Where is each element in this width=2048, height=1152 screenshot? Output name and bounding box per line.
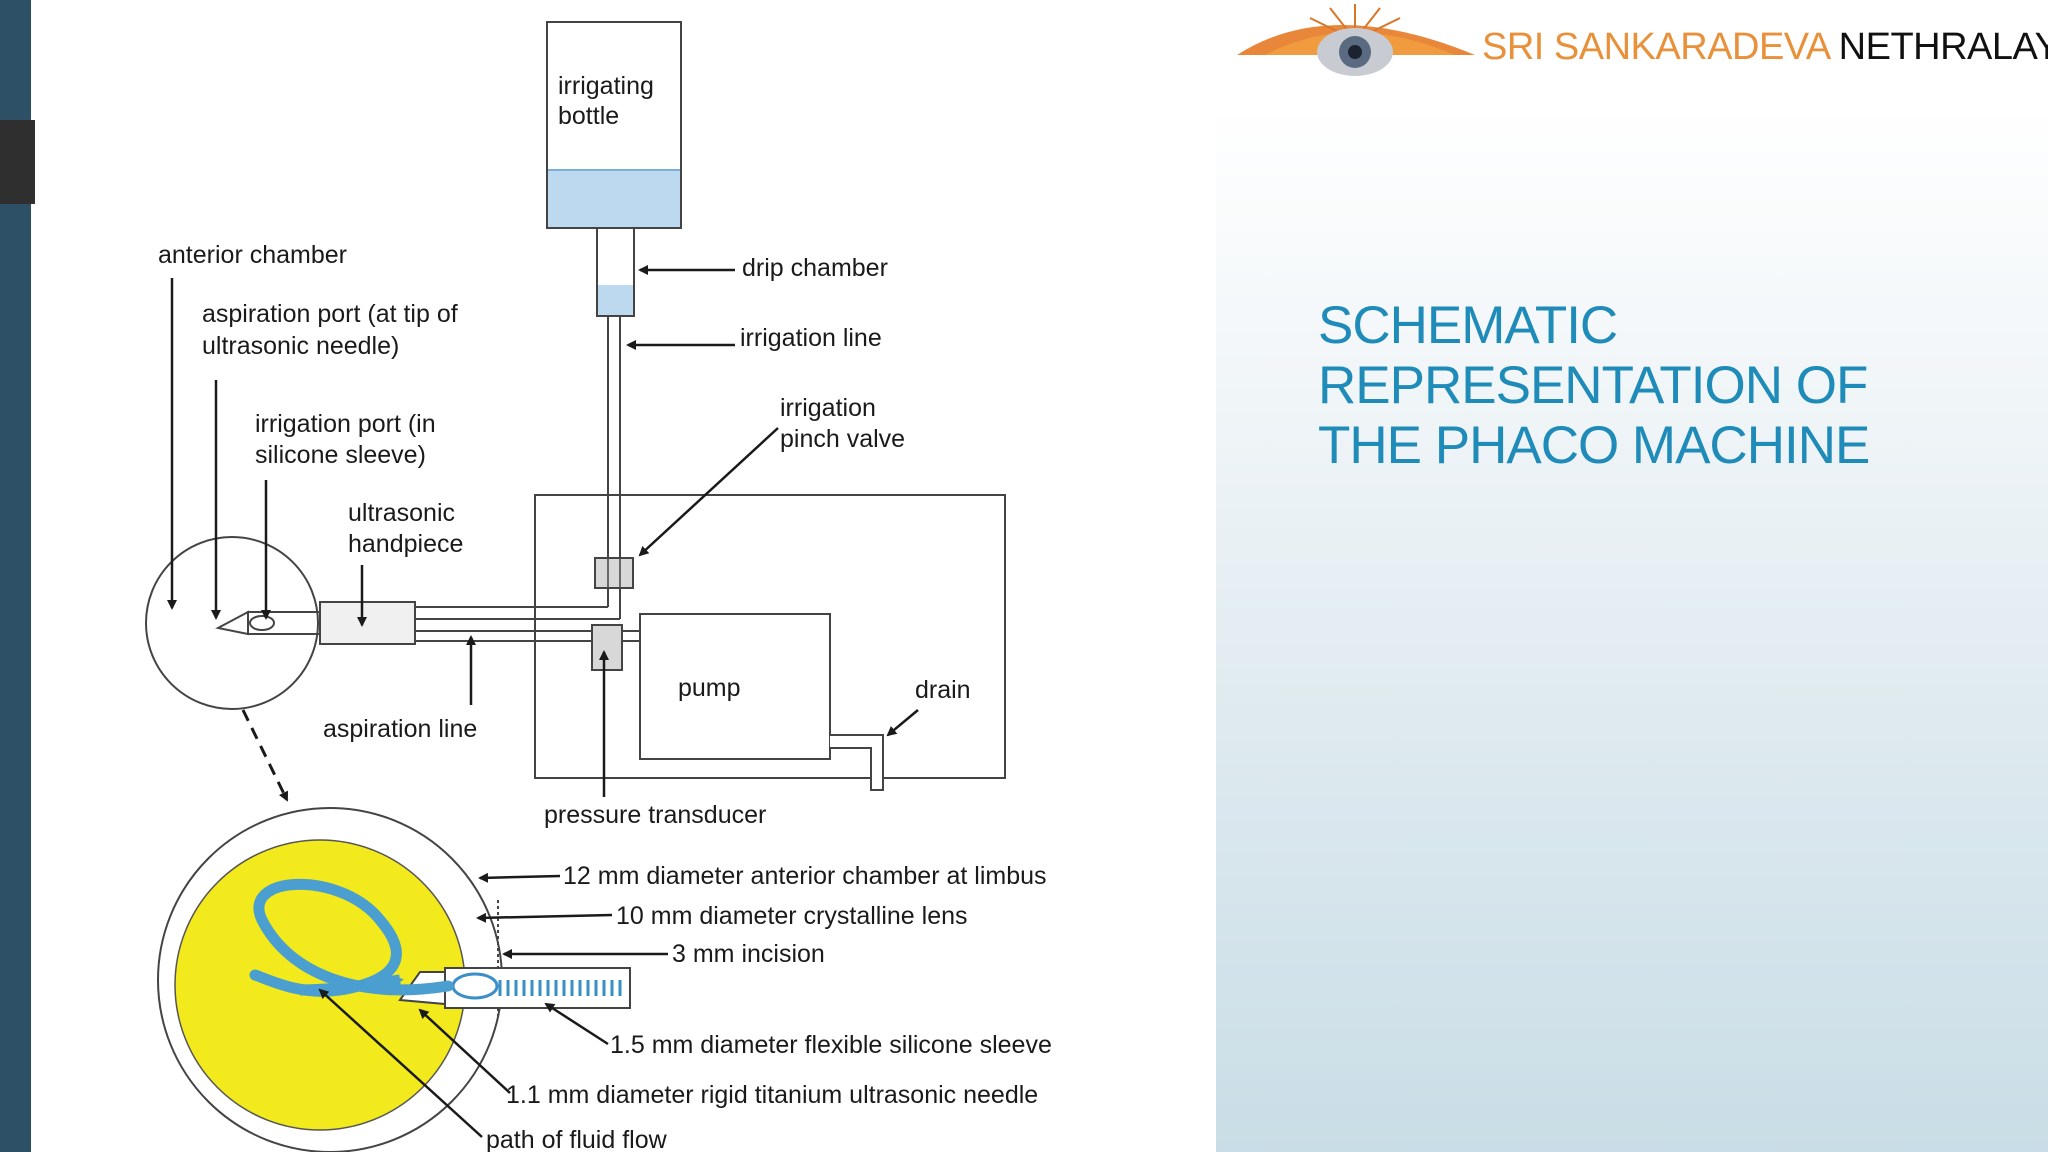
label-pump: pump (678, 674, 741, 702)
label-pinch-valve-line2: pinch valve (780, 425, 905, 453)
label-irrigation-line: irrigation line (740, 324, 882, 352)
label-aspiration-port-line1: aspiration port (at tip of (202, 300, 458, 328)
pinch-valve (594, 557, 634, 589)
label-aspiration-line: aspiration line (323, 715, 477, 743)
pressure-transducer-box (591, 624, 623, 671)
drain-pipe (830, 734, 884, 791)
label-anterior-chamber-limbus: 12 mm diameter anterior chamber at limbu… (563, 862, 1047, 890)
label-silicone-sleeve: 1.5 mm diameter flexible silicone sleeve (610, 1031, 1052, 1059)
leader-arrows (167, 265, 919, 1138)
machine-box (534, 494, 1006, 779)
label-irrigating-bottle-line2: bottle (558, 102, 619, 130)
logo-text-black: NETHRALAYA (1838, 26, 2048, 68)
label-pinch-valve-line1: irrigation (780, 394, 876, 422)
logo-text-orange: SRI SANKARADEVA (1482, 26, 1829, 68)
label-titanium-needle: 1.1 mm diameter rigid titanium ultrasoni… (506, 1081, 1038, 1109)
slide-title-line-1: SCHEMATIC (1318, 296, 1618, 355)
slide-title-line-3: THE PHACO MACHINE (1318, 416, 1870, 475)
label-irrigation-port-line1: irrigation port (in (255, 410, 436, 438)
label-fluid-flow: path of fluid flow (486, 1126, 668, 1152)
label-drip-chamber: drip chamber (742, 254, 888, 282)
label-drain: drain (915, 676, 971, 704)
enlarged-eye-view (157, 807, 631, 1152)
phaco-schematic-diagram: irrigating bottle drip chamber irrigatio… (145, 21, 1052, 1152)
label-crystalline-lens: 10 mm diameter crystalline lens (616, 902, 968, 930)
label-anterior-chamber: anterior chamber (158, 241, 347, 269)
slide-title-line-2: REPRESENTATION OF (1318, 356, 1868, 415)
logo-text: SRI SANKARADEVA NETHRALAYA (1482, 26, 2048, 69)
left-accent-tab (0, 120, 35, 204)
slide-title: SCHEMATIC REPRESENTATION OF THE PHACO MA… (1318, 296, 1998, 476)
handpiece-tip (215, 610, 321, 636)
label-handpiece-line1: ultrasonic (348, 499, 455, 527)
right-panel (1216, 0, 2048, 1152)
drip-chamber (596, 227, 635, 317)
label-handpiece-line2: handpiece (348, 530, 463, 558)
label-irrigating-bottle-line1: irrigating (558, 72, 654, 100)
label-irrigation-port-line2: silicone sleeve) (255, 441, 426, 469)
label-pressure-transducer: pressure transducer (544, 801, 766, 829)
anterior-chamber-circle (145, 536, 319, 710)
pump-box (639, 613, 831, 760)
logo-eye-icon (1237, 4, 1475, 76)
ultrasonic-handpiece (319, 601, 416, 645)
label-aspiration-port-line2: ultrasonic needle) (202, 332, 399, 360)
label-incision: 3 mm incision (672, 940, 825, 968)
